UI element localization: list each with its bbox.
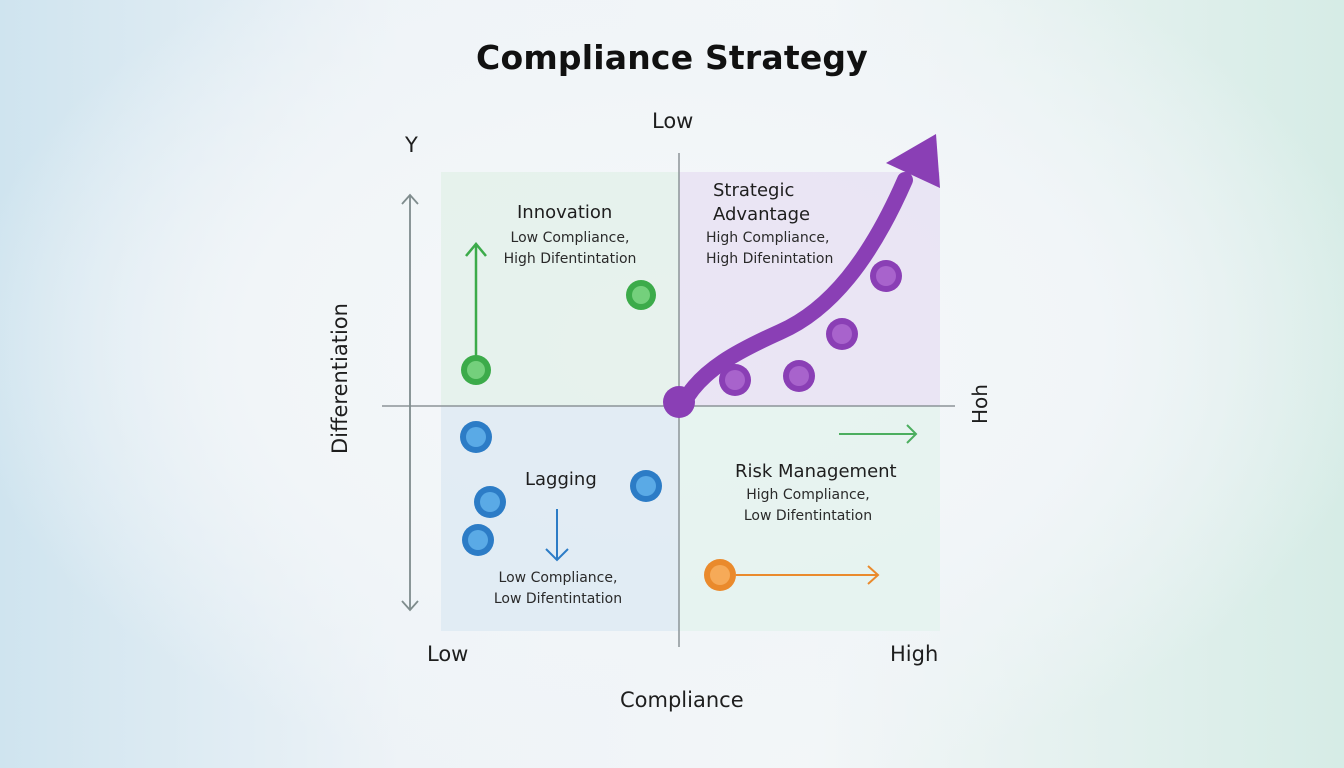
strategic-advantage-desc: High Compliance, High Difenintation <box>706 228 833 270</box>
blue-down-arrow-icon <box>545 509 569 562</box>
y-axis-label: Differentiation <box>328 303 352 454</box>
lagging-title: Lagging <box>525 469 597 490</box>
lagging-desc-line1: Low Compliance, <box>498 570 618 586</box>
y-axis-double-arrow-icon <box>401 193 419 612</box>
risk-management-desc-line2: Low Difentintation <box>743 508 873 524</box>
purple-dots <box>663 260 902 418</box>
growth-curve <box>675 172 913 412</box>
strategic-advantage-title-line2: Advantage <box>713 204 811 225</box>
green-dots <box>461 280 656 385</box>
quadrant-risk-management <box>679 406 940 631</box>
lagging-desc: Low Compliance, Low Difentintation <box>478 568 638 610</box>
bottom-left-label: Low <box>427 642 469 666</box>
strategic-advantage-desc-line1: High Compliance, <box>706 230 830 246</box>
strategic-advantage-desc-line2: High Difenintation <box>706 251 834 267</box>
green-up-arrow-icon <box>465 242 487 362</box>
risk-management-title: Risk Management <box>735 461 897 482</box>
bottom-right-label: High <box>890 642 939 666</box>
right-axis-label: Hoh <box>968 384 992 424</box>
innovation-desc-line2: High Difentintation <box>503 251 637 267</box>
green-right-arrow-icon <box>839 424 918 444</box>
orange-dot <box>704 559 736 591</box>
strategic-advantage-title-line1: Strategic <box>713 180 795 201</box>
growth-arrowhead-icon <box>886 134 940 188</box>
risk-management-desc: High Compliance, Low Difentintation <box>728 485 888 527</box>
innovation-title: Innovation <box>517 202 613 223</box>
innovation-desc: Low Compliance, High Difentintation <box>490 228 650 270</box>
orange-right-arrow-icon <box>736 565 880 585</box>
blue-dots <box>460 421 662 556</box>
strategic-advantage-title: Strategic Advantage <box>713 179 810 227</box>
innovation-desc-line1: Low Compliance, <box>510 230 630 246</box>
x-axis-label: Compliance <box>620 688 744 712</box>
lagging-desc-line2: Low Difentintation <box>493 591 623 607</box>
top-axis-label: Low <box>652 109 694 133</box>
chart-title: Compliance Strategy <box>476 38 868 77</box>
risk-management-desc-line1: High Compliance, <box>746 487 870 503</box>
y-marker-label: Y <box>405 133 418 157</box>
